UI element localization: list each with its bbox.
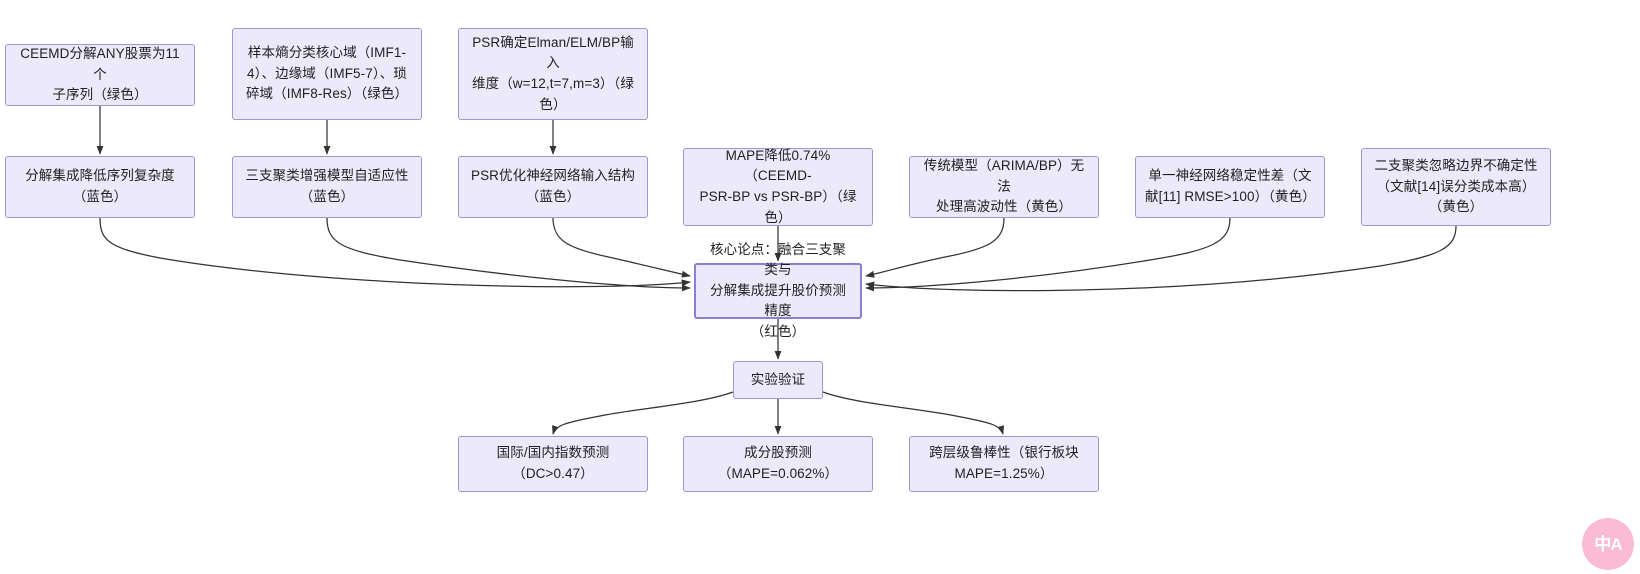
- node-psr-input-dimension[interactable]: PSR确定Elman/ELM/BP输入 维度（w=12,t=7,m=3）（绿 色…: [458, 28, 648, 120]
- node-experimental-validation[interactable]: 实验验证: [733, 361, 823, 399]
- node-label: 国际/国内指数预测 （DC>0.47）: [496, 445, 610, 481]
- watermark-badge: 中A: [1582, 518, 1634, 570]
- node-label: 实验验证: [750, 371, 806, 387]
- node-label: PSR优化神经网络输入结构 （蓝色）: [470, 168, 636, 204]
- edge-n5-n11: [326, 217, 691, 292]
- node-index-prediction-result[interactable]: 国际/国内指数预测 （DC>0.47）: [458, 436, 648, 492]
- node-constituent-stock-result[interactable]: 成分股预测 （MAPE=0.062%）: [683, 436, 873, 492]
- watermark-label: 中A: [1594, 534, 1622, 554]
- node-label: MAPE降低0.74%（CEEMD- PSR-BP vs PSR-BP）（绿 色…: [699, 147, 857, 225]
- node-label: 二支聚类忽略边界不确定性 （文献[14]误分类成本高） （黄色）: [1374, 158, 1538, 215]
- node-psr-optimizes-network-input[interactable]: PSR优化神经网络输入结构 （蓝色）: [458, 156, 648, 218]
- node-label: 三支聚类增强模型自适应性 （蓝色）: [245, 168, 409, 204]
- node-label: PSR确定Elman/ELM/BP输入 维度（w=12,t=7,m=3）（绿 色…: [472, 34, 634, 112]
- node-two-way-clustering-boundary[interactable]: 二支聚类忽略边界不确定性 （文献[14]误分类成本高） （黄色）: [1361, 148, 1551, 226]
- edge-n8-n11: [865, 217, 1005, 278]
- node-sample-entropy-domains[interactable]: 样本熵分类核心域（IMF1- 4）、边缘域（IMF5-7）、琐 碎域（IMF8-…: [232, 28, 422, 120]
- node-label: 跨层级鲁棒性（银行板块 MAPE=1.25%）: [929, 445, 1079, 481]
- node-traditional-model-limitation[interactable]: 传统模型（ARIMA/BP）无法 处理高波动性（黄色）: [909, 156, 1099, 218]
- node-label: 核心论点：融合三支聚类与 分解集成提升股价预测精度 （红色）: [710, 241, 846, 339]
- node-single-network-instability[interactable]: 单一神经网络稳定性差（文 献[11] RMSE>100）（黄色）: [1135, 156, 1325, 218]
- node-label: 成分股预测 （MAPE=0.062%）: [717, 445, 839, 481]
- node-three-way-clustering-adaptivity[interactable]: 三支聚类增强模型自适应性 （蓝色）: [232, 156, 422, 218]
- node-cross-level-robustness-result[interactable]: 跨层级鲁棒性（银行板块 MAPE=1.25%）: [909, 436, 1099, 492]
- node-decomposition-reduces-complexity[interactable]: 分解集成降低序列复杂度 （蓝色）: [5, 156, 195, 218]
- node-label: 单一神经网络稳定性差（文 献[11] RMSE>100）（黄色）: [1145, 168, 1316, 204]
- edge-n12-n13: [552, 391, 734, 435]
- edge-n9-n11: [865, 217, 1231, 292]
- node-core-claim[interactable]: 核心论点：融合三支聚类与 分解集成提升股价预测精度 （红色）: [694, 242, 862, 339]
- edge-n10-n11: [865, 225, 1457, 292]
- node-label: 传统模型（ARIMA/BP）无法 处理高波动性（黄色）: [923, 158, 1085, 215]
- edge-n12-n15: [822, 391, 1004, 435]
- node-label: 分解集成降低序列复杂度 （蓝色）: [25, 168, 175, 204]
- node-label: 样本熵分类核心域（IMF1- 4）、边缘域（IMF5-7）、琐 碎域（IMF8-…: [245, 45, 409, 102]
- edge-n6-n11: [552, 217, 691, 278]
- node-label: CEEMD分解ANY股票为11个 子序列（绿色）: [20, 46, 180, 103]
- edge-n4-n11: [99, 217, 691, 288]
- node-ceemd-decomposition[interactable]: CEEMD分解ANY股票为11个 子序列（绿色）: [5, 44, 195, 106]
- node-mape-reduction[interactable]: MAPE降低0.74%（CEEMD- PSR-BP vs PSR-BP）（绿 色…: [683, 148, 873, 226]
